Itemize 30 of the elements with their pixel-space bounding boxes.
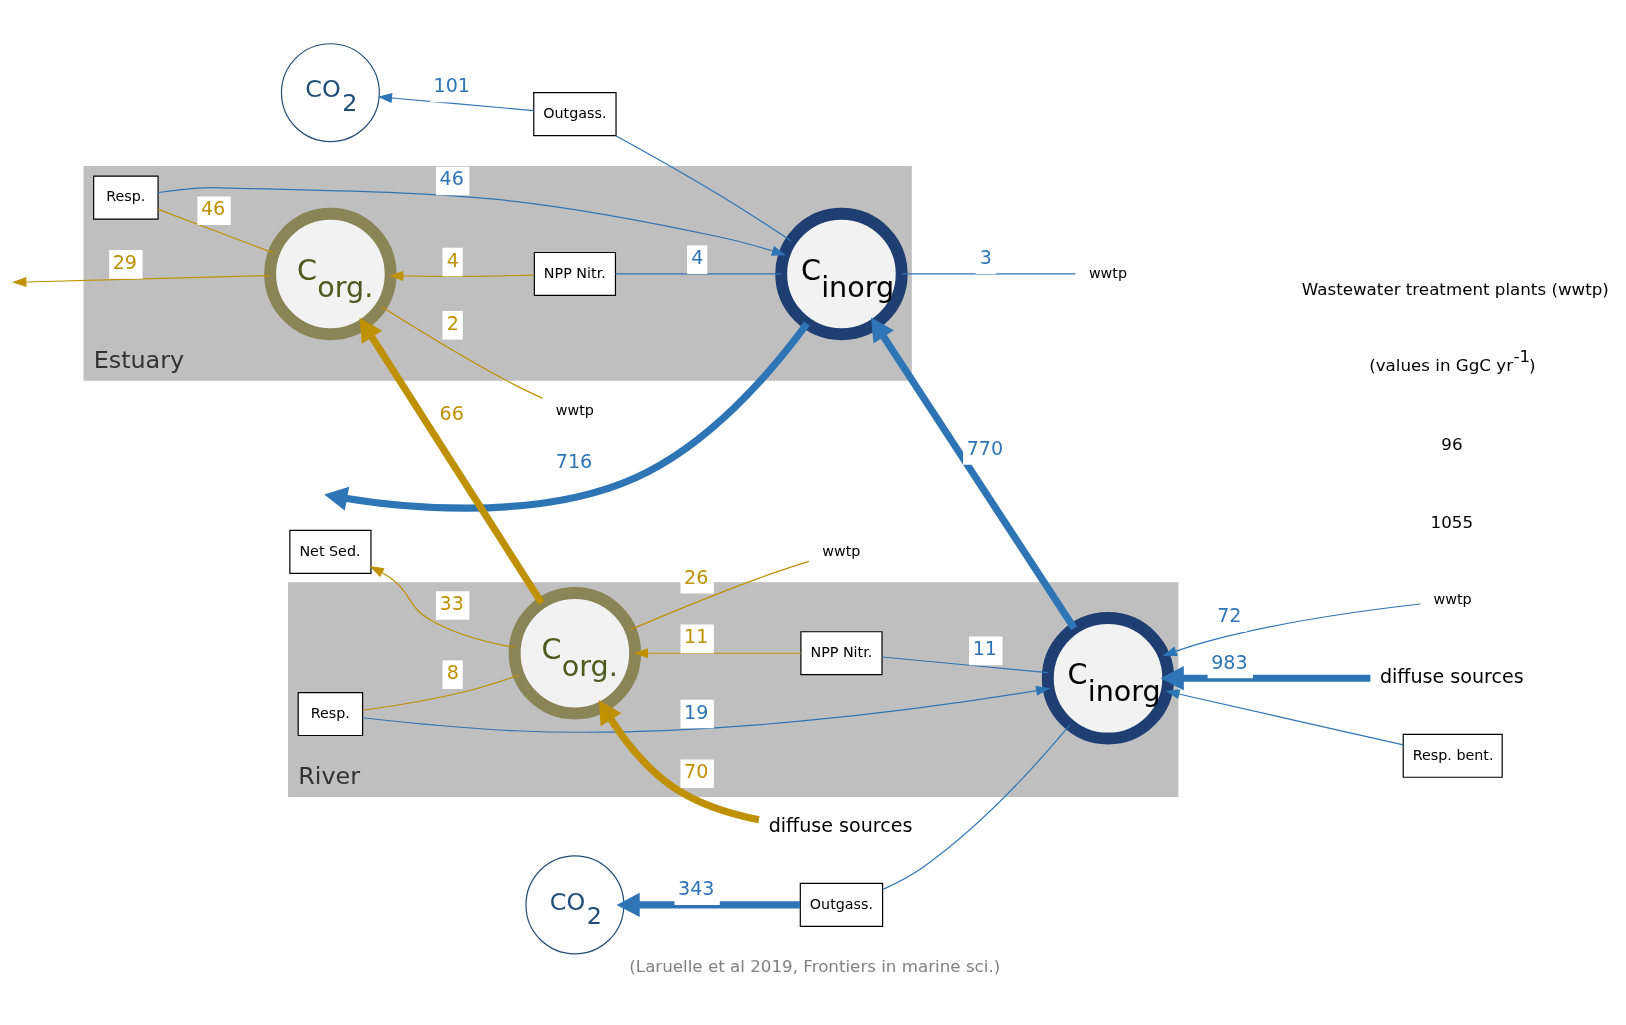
edge-label: 3: [979, 246, 992, 269]
edge-label: 8: [446, 661, 459, 684]
edge-label: 33: [439, 592, 464, 615]
node-text: diffuse sources: [1379, 664, 1524, 687]
edge-label: 343: [678, 877, 715, 900]
edge-label: 66: [439, 402, 464, 425]
edge-label: 4: [691, 246, 704, 269]
node-text: wwtp: [1433, 591, 1472, 608]
edge-label: 4: [446, 248, 459, 271]
caption: (Laruelle et al 2019, Frontiers in marine sci.): [629, 956, 1001, 976]
node-text: wwtp: [822, 542, 861, 559]
edge-label: 46: [201, 197, 226, 220]
edge-label: 46: [439, 167, 464, 190]
node-text: wwtp: [555, 401, 594, 418]
edge-label: 983: [1211, 650, 1248, 673]
edge-label: 11: [684, 625, 709, 648]
edge-label: 72: [1217, 603, 1242, 626]
edge-label: 29: [112, 250, 138, 273]
edge-label: 11: [972, 637, 997, 660]
node-text: diffuse sources: [768, 813, 913, 836]
edge-label: 70: [684, 760, 709, 783]
label: 1055: [1430, 512, 1474, 532]
edge-label: 101: [433, 74, 470, 97]
edge-label: 2: [446, 311, 459, 334]
node-text: wwtp: [1088, 264, 1128, 281]
label: Wastewater treatment plants (wwtp): [1301, 280, 1609, 300]
edge-label: 19: [684, 700, 709, 723]
edge-label: 716: [555, 450, 593, 473]
label: 96: [1441, 435, 1463, 455]
edge-label: 770: [966, 437, 1004, 460]
